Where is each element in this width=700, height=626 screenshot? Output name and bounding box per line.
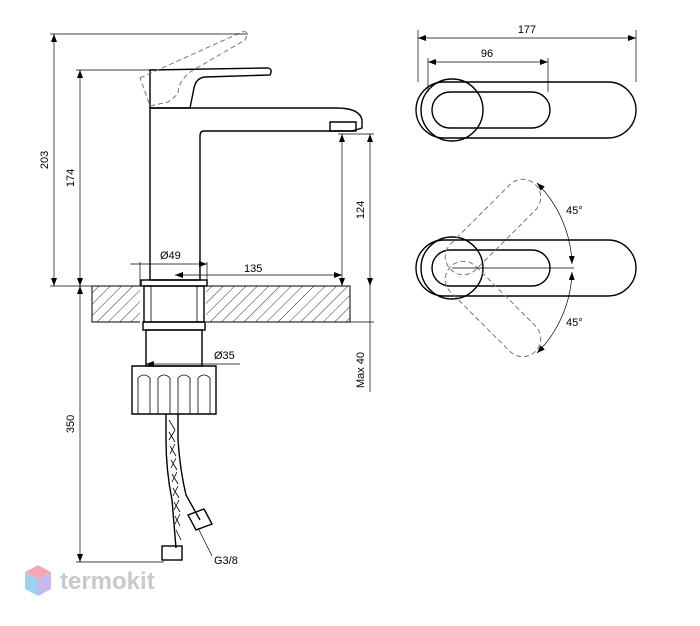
top-view-rotation bbox=[415, 178, 637, 358]
faucet-body bbox=[149, 107, 363, 281]
lever-handle-raised bbox=[139, 31, 248, 107]
dim-connector-thread: G3/8 bbox=[214, 555, 238, 567]
dim-top-handle-width: 96 bbox=[481, 48, 493, 60]
dim-overall-height: 203 bbox=[39, 151, 51, 169]
supply-hose bbox=[165, 414, 177, 549]
termokit-watermark: termokit bbox=[25, 565, 155, 596]
dim-spout-height: 124 bbox=[355, 201, 367, 219]
termokit-logo-icon bbox=[25, 565, 51, 596]
watermark-text: termokit bbox=[60, 568, 155, 595]
lever-handle bbox=[149, 67, 272, 109]
side-view bbox=[50, 31, 374, 563]
dim-spout-reach: 135 bbox=[244, 263, 262, 275]
top-view-normal bbox=[415, 30, 637, 142]
dimension-labels: 203 174 350 124 Max 40 Ø49 135 Ø35 G3/8 … bbox=[39, 24, 583, 567]
dim-base-diameter: Ø49 bbox=[160, 250, 181, 262]
dim-shank-diameter: Ø35 bbox=[214, 350, 235, 362]
dim-hose-length: 350 bbox=[65, 415, 77, 433]
fixing-nut bbox=[131, 365, 217, 415]
dim-body-height: 174 bbox=[65, 169, 77, 187]
dim-top-total-width: 177 bbox=[518, 24, 536, 36]
dim-angle-upper: 45° bbox=[566, 205, 583, 217]
dim-angle-lower: 45° bbox=[566, 317, 583, 329]
countertop-section bbox=[91, 285, 351, 323]
dim-max-thickness: Max 40 bbox=[355, 352, 367, 388]
